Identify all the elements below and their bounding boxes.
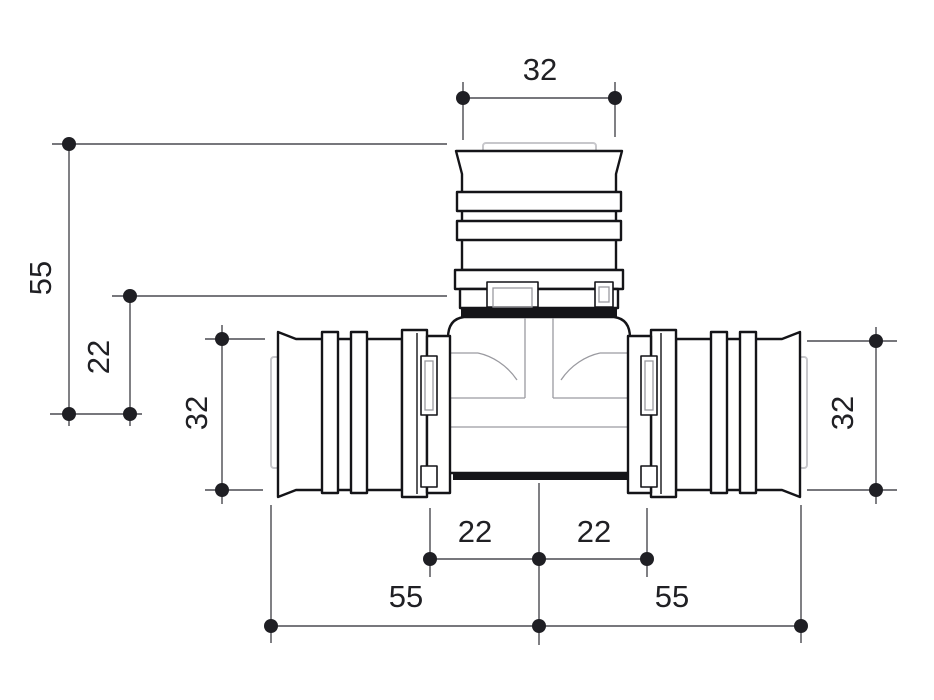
dim-label-top-width: 32 <box>523 52 557 87</box>
dim-dot <box>869 334 883 348</box>
dim-left-offset: 22 <box>81 289 447 426</box>
left-collar-window-top-inset <box>424 360 434 411</box>
dim-label-left-offset: 22 <box>81 340 116 374</box>
dim-dot <box>532 552 546 566</box>
dim-dot <box>264 619 278 633</box>
dim-label-left-total: 55 <box>23 261 58 295</box>
top-collar-window-small <box>594 281 614 308</box>
dim-dot <box>869 483 883 497</box>
dim-right-port-diameter: 32 <box>807 327 897 504</box>
top-port <box>453 142 625 310</box>
left-collar-window-bottom <box>420 465 438 488</box>
dim-dot <box>215 483 229 497</box>
top-collar-window-large <box>486 281 539 308</box>
dim-dot <box>640 552 654 566</box>
dim-dot <box>532 619 546 633</box>
top-ring-2 <box>455 219 623 242</box>
dim-left-port-lines <box>205 325 265 504</box>
dimensions: 32 55 22 32 32 <box>23 52 897 645</box>
dim-left-port-diameter: 32 <box>179 325 265 504</box>
dim-dot <box>62 137 76 151</box>
top-ring-1 <box>455 190 623 213</box>
left-port <box>270 328 452 499</box>
body-bore-lines <box>449 318 629 428</box>
right-port <box>626 328 809 499</box>
dim-label-left-port: 32 <box>179 396 214 430</box>
body-outline <box>446 315 632 475</box>
dim-bottom-offset-lines <box>429 483 648 645</box>
dim-dot <box>123 407 137 421</box>
left-sleeve <box>276 330 404 499</box>
left-ring-2 <box>349 330 369 495</box>
dim-label-bottom-total-left: 55 <box>389 579 423 614</box>
dim-top-width: 32 <box>456 52 622 140</box>
left-ring-1 <box>320 330 340 495</box>
dim-dot <box>423 552 437 566</box>
dim-label-bottom-offset-left: 22 <box>458 514 492 549</box>
dim-label-bottom-total-right: 55 <box>655 579 689 614</box>
dim-dot <box>123 289 137 303</box>
top-collar-window-small-inset <box>598 286 610 303</box>
dim-dot <box>794 619 808 633</box>
tee-fitting <box>270 142 809 499</box>
dim-bottom-totals: 55 55 <box>264 505 808 643</box>
top-collar-window-large-inset <box>492 287 533 308</box>
dim-dot <box>456 91 470 105</box>
dim-dot <box>608 91 622 105</box>
dim-dot <box>215 332 229 346</box>
dim-dot <box>62 407 76 421</box>
dim-left-offset-lines <box>112 295 447 426</box>
dim-label-bottom-offset-right: 22 <box>577 514 611 549</box>
dim-bottom-offsets: 22 22 <box>423 483 654 645</box>
body-bottom-band <box>453 473 627 480</box>
fitting-body <box>446 309 632 480</box>
left-collar-window-top <box>420 355 438 416</box>
dim-top-width-lines <box>462 82 616 140</box>
dim-label-right-port: 32 <box>825 396 860 430</box>
body-top-band <box>461 309 617 317</box>
